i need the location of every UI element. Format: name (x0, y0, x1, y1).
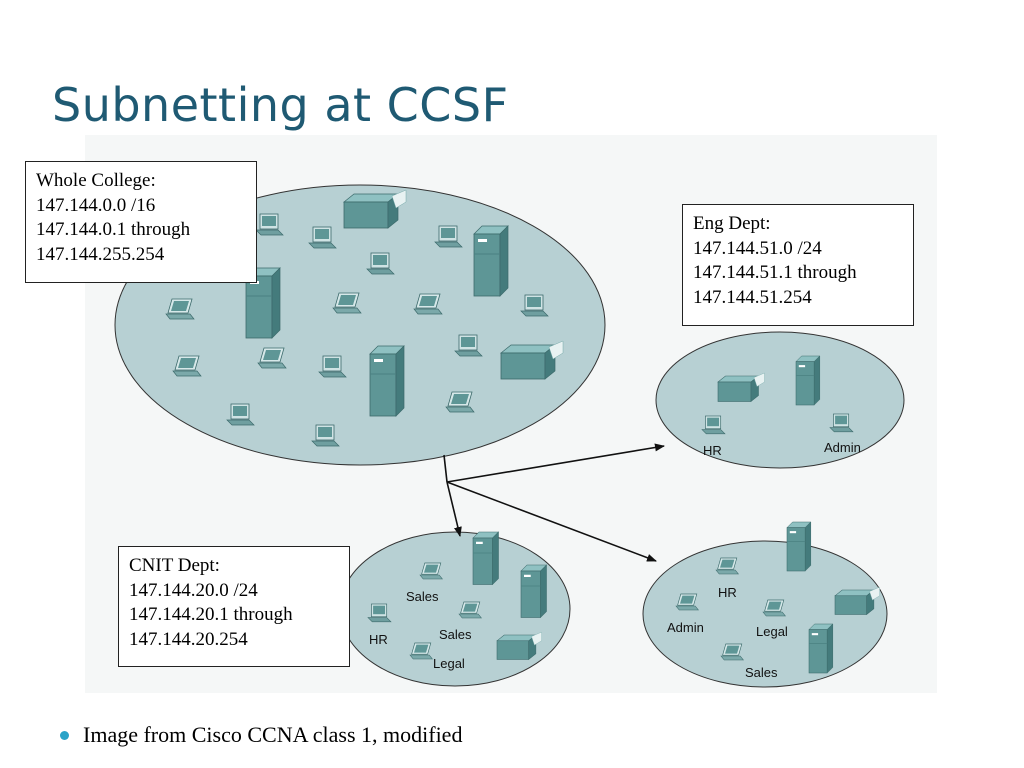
fourth-sales-label: Sales (745, 665, 778, 680)
college-range-start: 147.144.0.1 through (36, 219, 191, 240)
arrow-icon (446, 481, 657, 562)
server-icon (369, 345, 405, 417)
college-range-end: 147.144.255.254 (36, 243, 165, 265)
fourth-hr-label: HR (718, 585, 737, 600)
eng-network-ellipse (655, 331, 905, 469)
college-heading: Whole College: (36, 170, 156, 191)
bullet-icon (60, 730, 69, 740)
fourth-network: HR Admin Legal Sales (642, 521, 888, 688)
slide-title: Subnetting at CCSF (52, 78, 509, 132)
eng-range-start: 147.144.51.1 through (693, 262, 857, 283)
server-icon (808, 623, 834, 674)
arrow-icon (446, 443, 665, 483)
server-icon (473, 225, 509, 297)
arrow-icon (446, 481, 462, 537)
server-icon (520, 564, 547, 618)
cnit-sales-label-2: Sales (439, 627, 472, 642)
eng-hr-label: HR (703, 443, 722, 458)
college-info-box: Whole College: 147.144.0.0 /16 147.144.0… (25, 161, 257, 283)
cnit-network: Sales HR Sales Legal (339, 531, 571, 687)
footer-bullet: Image from Cisco CCNA class 1, modified (60, 722, 462, 748)
cnit-network-address: 147.144.20.0 /24 (129, 579, 258, 601)
eng-admin-label: Admin (824, 440, 861, 455)
cnit-range-end: 147.144.20.254 (129, 628, 248, 650)
arrow-icon (443, 454, 448, 483)
cnit-range-start: 147.144.20.1 through (129, 604, 293, 625)
cnit-legal-label: Legal (433, 656, 465, 671)
cnit-sales-label: Sales (406, 589, 439, 604)
fourth-legal-label: Legal (756, 624, 788, 639)
eng-network-address: 147.144.51.0 /24 (693, 237, 822, 259)
cnit-heading: CNIT Dept: (129, 555, 220, 576)
server-icon (472, 531, 499, 585)
cnit-hr-label: HR (369, 632, 388, 647)
eng-range-end: 147.144.51.254 (693, 286, 812, 308)
footer-text: Image from Cisco CCNA class 1, modified (83, 722, 463, 747)
cnit-info-box: CNIT Dept: 147.144.20.0 /24 147.144.20.1… (118, 546, 350, 667)
college-network-address: 147.144.0.0 /16 (36, 194, 156, 216)
eng-info-box: Eng Dept: 147.144.51.0 /24 147.144.51.1 … (682, 204, 914, 326)
eng-network: HR Admin (655, 331, 905, 469)
server-icon (786, 521, 812, 572)
eng-heading: Eng Dept: (693, 213, 771, 234)
subnet-arrows (443, 443, 665, 562)
server-icon (795, 355, 821, 406)
fourth-admin-label: Admin (667, 620, 704, 635)
